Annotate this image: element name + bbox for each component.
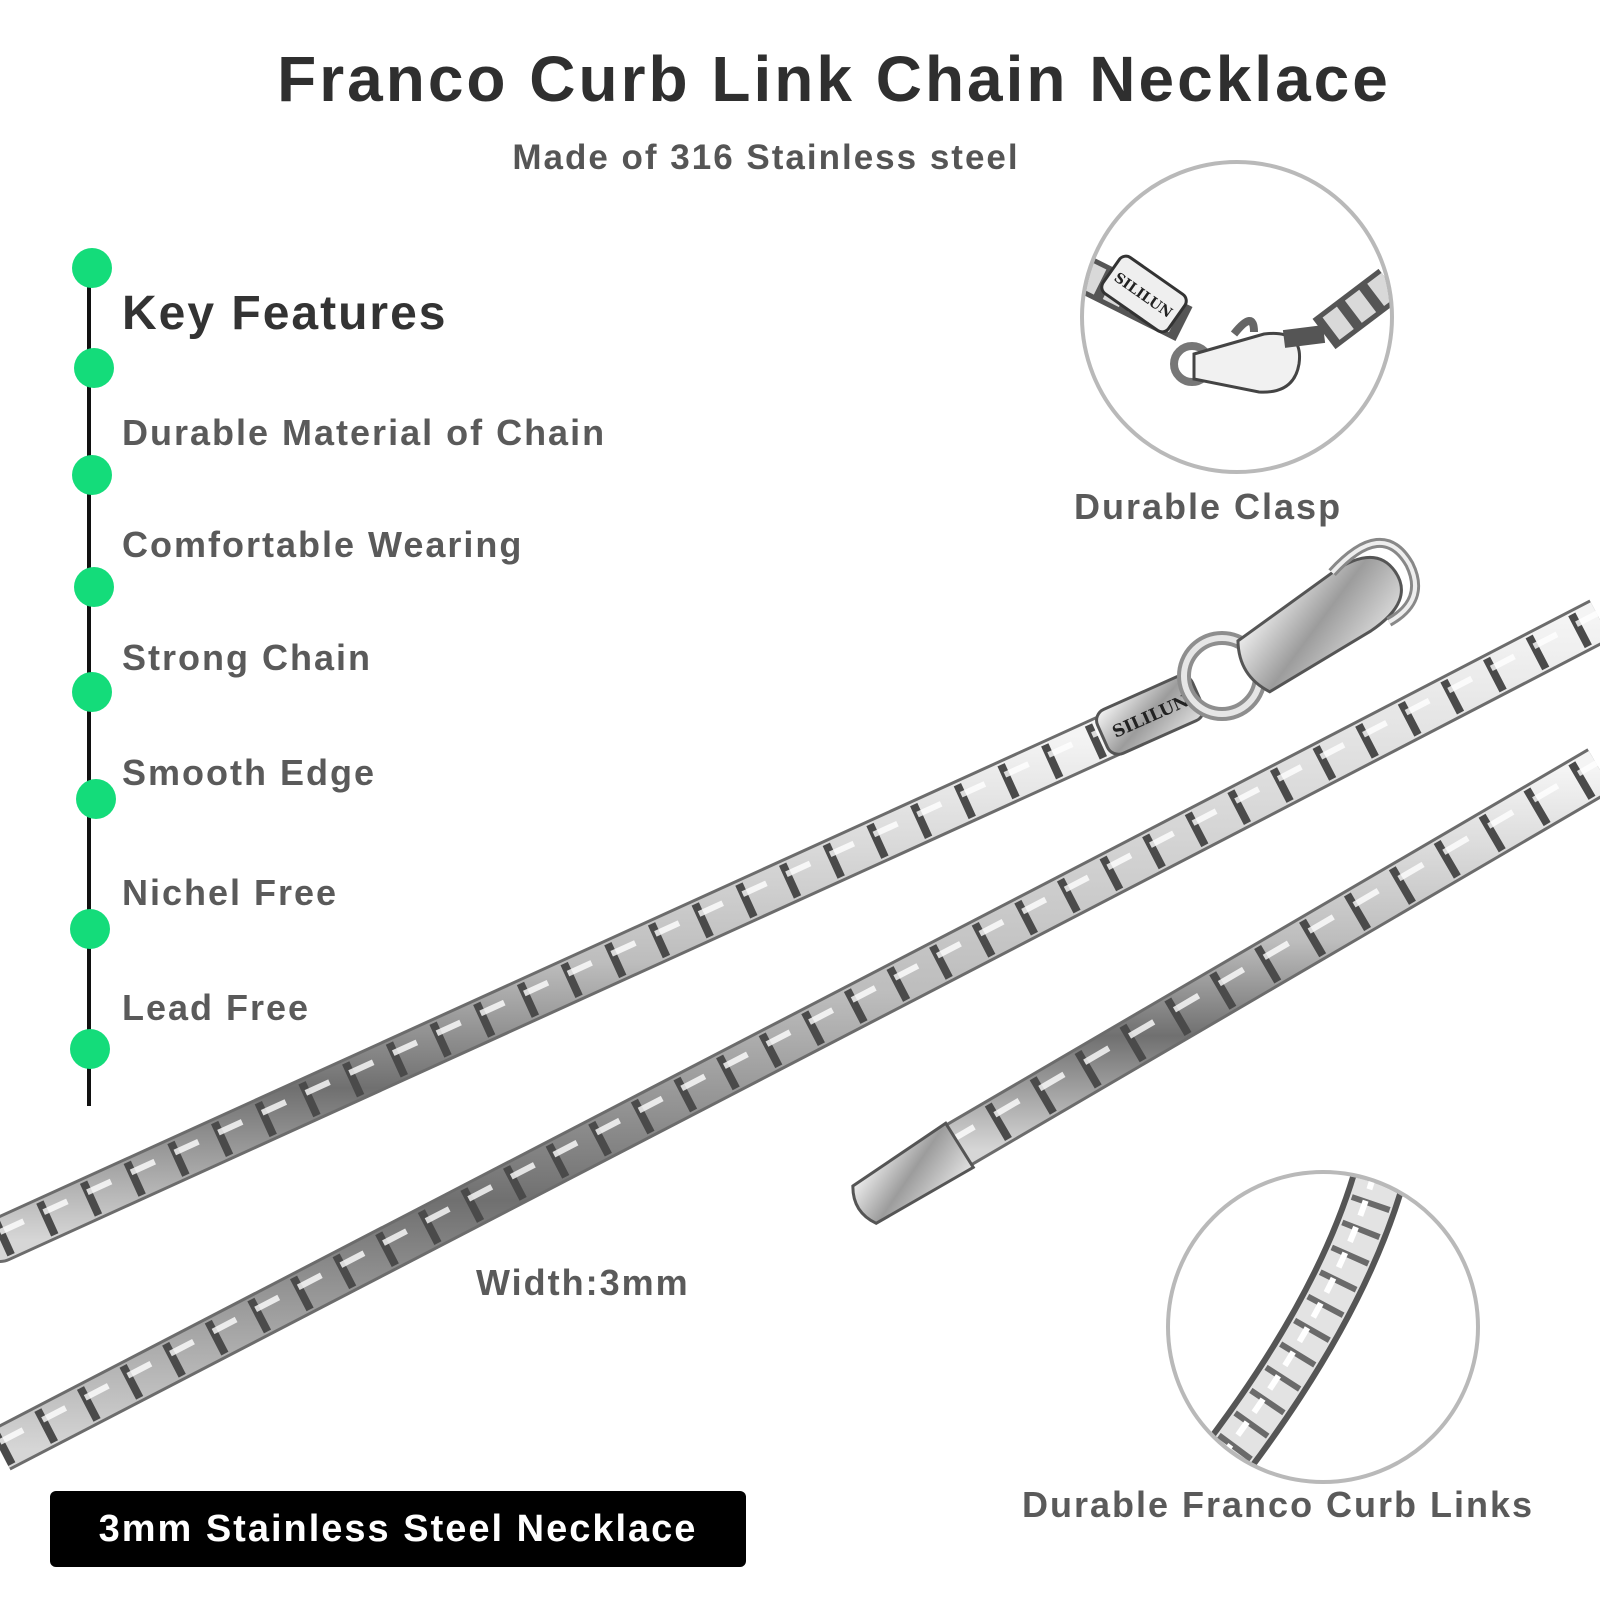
- chain-strand-upper: [0, 712, 1133, 1263]
- product-banner: 3mm Stainless Steel Necklace: [50, 1491, 746, 1567]
- clasp-caption: Durable Clasp: [1074, 486, 1343, 527]
- clasp-large: SILILUN: [1095, 537, 1421, 756]
- key-features-heading: Key Features: [122, 287, 448, 340]
- timeline-dot: [74, 567, 114, 607]
- page-subtitle: Made of 316 Stainless steel: [512, 138, 1020, 177]
- links-detail-circle: [1166, 1170, 1480, 1484]
- feature-item: Nichel Free: [122, 872, 339, 913]
- feature-item: Comfortable Wearing: [122, 524, 524, 565]
- feature-item: Strong Chain: [122, 637, 372, 678]
- clasp-detail-circle: SILILUN: [1080, 160, 1394, 474]
- feature-item: Smooth Edge: [122, 752, 376, 793]
- chain-strand-lower: [851, 748, 1600, 1226]
- timeline-dot: [76, 779, 116, 819]
- timeline-dot: [72, 248, 112, 288]
- timeline-dot: [70, 909, 110, 949]
- timeline-dot: [70, 1029, 110, 1069]
- links-caption: Durable Franco Curb Links: [1022, 1484, 1535, 1525]
- timeline-dot: [74, 348, 114, 388]
- page-title: Franco Curb Link Chain Necklace: [277, 43, 1391, 115]
- feature-item: Lead Free: [122, 987, 311, 1028]
- chain-strand-middle: [0, 599, 1600, 1471]
- timeline-dot: [72, 455, 112, 495]
- banner-text: 3mm Stainless Steel Necklace: [98, 1507, 698, 1550]
- timeline-dot: [72, 672, 112, 712]
- width-label: Width:3mm: [476, 1262, 690, 1303]
- feature-item: Durable Material of Chain: [122, 412, 607, 453]
- clasp-detail-image: SILILUN: [1084, 254, 1390, 394]
- links-detail-image: [1187, 1174, 1407, 1480]
